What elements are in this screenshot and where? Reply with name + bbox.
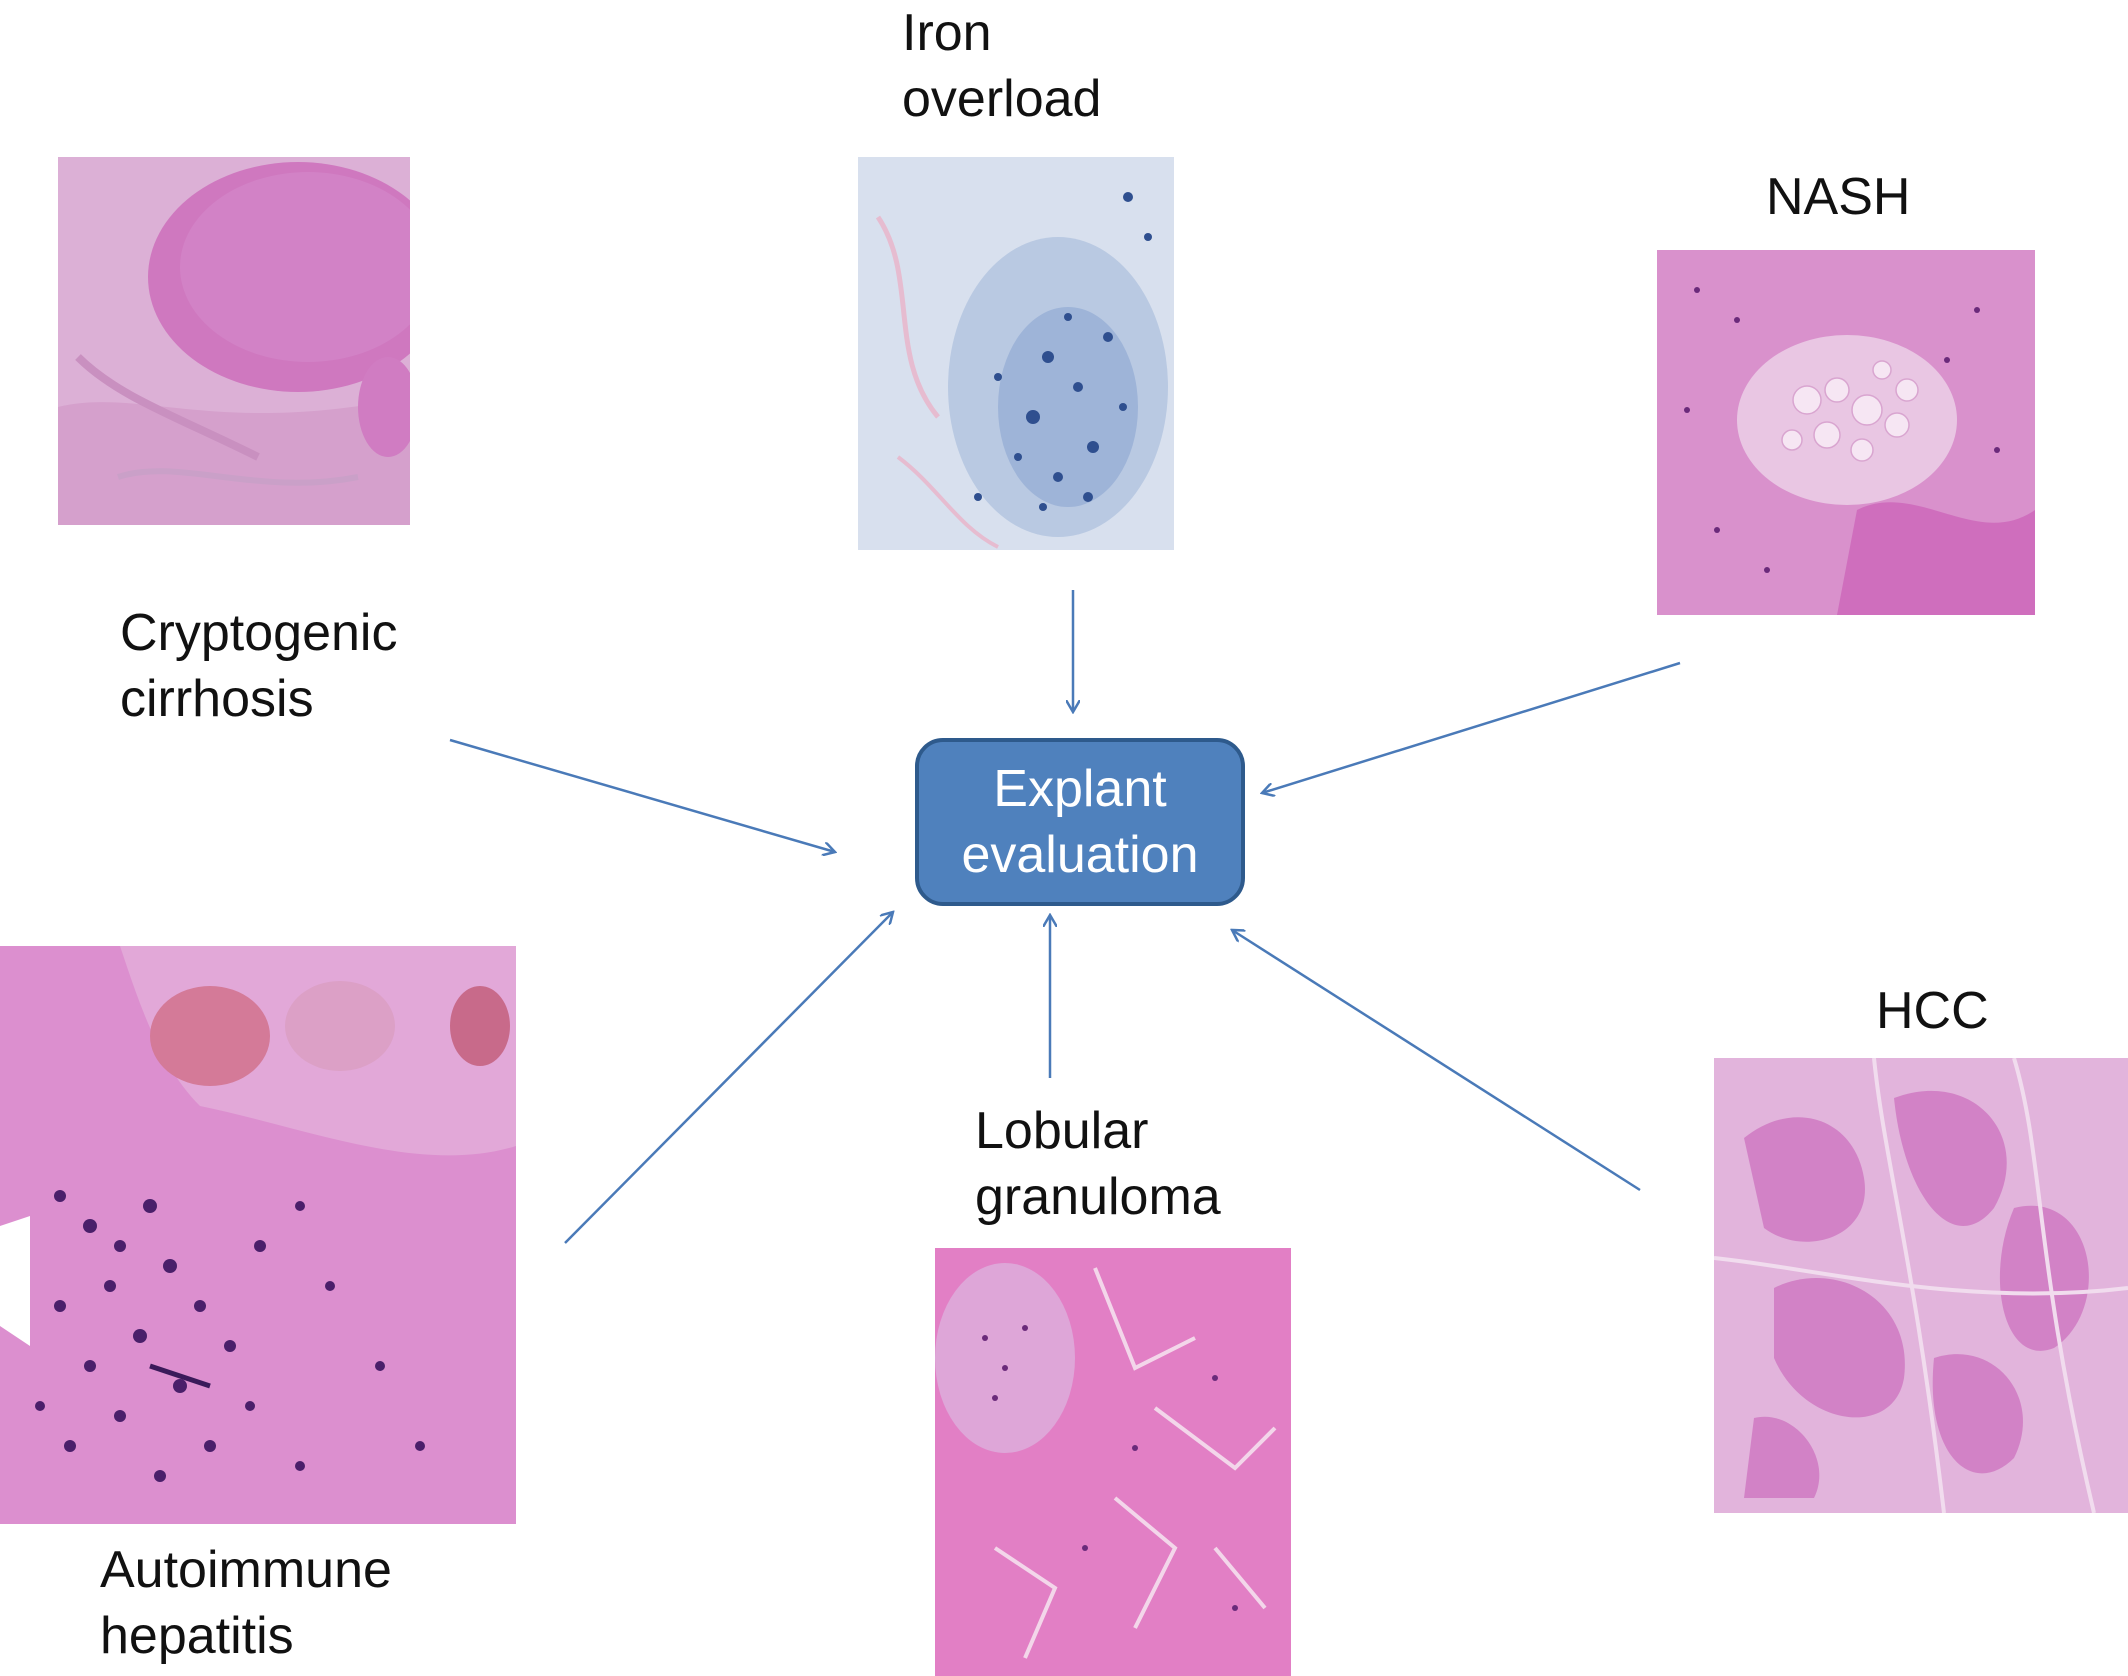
label-autoimmune-hepatitis: Autoimmune hepatitis	[100, 1537, 392, 1669]
arrow-hcc	[1232, 930, 1641, 1192]
histology-image-nash	[1657, 250, 2035, 615]
histology-image-lobular-granuloma	[935, 1248, 1291, 1676]
center-line-1: Explant	[993, 760, 1167, 818]
label-iron-line-1: Iron	[902, 4, 992, 62]
histology-image-iron-overload	[858, 157, 1174, 550]
label-cryptogenic-line-1: Cryptogenic	[120, 604, 398, 662]
label-cryptogenic-line-2: cirrhosis	[120, 670, 314, 728]
label-hcc-line-1: HCC	[1876, 982, 1989, 1040]
label-cryptogenic-cirrhosis: Cryptogenic cirrhosis	[120, 600, 397, 732]
arrow-cryptogenic	[449, 738, 835, 852]
arrow-nash	[1262, 661, 1681, 793]
histology-image-hcc	[1714, 1058, 2128, 1513]
label-lobular-granuloma: Lobular granuloma	[975, 1098, 1221, 1230]
label-autoimmune-line-1: Autoimmune	[100, 1541, 392, 1599]
label-nash-line-1: NASH	[1766, 168, 1911, 226]
arrow-autoimmune	[564, 912, 893, 1244]
label-nash: NASH	[1766, 164, 1910, 230]
histology-image-cryptogenic-cirrhosis	[58, 157, 410, 525]
label-hcc: HCC	[1876, 978, 1989, 1044]
histology-image-autoimmune-hepatitis	[0, 946, 516, 1524]
label-iron-overload: Iron overload	[902, 0, 1101, 132]
label-iron-line-2: overload	[902, 70, 1102, 128]
explant-evaluation-box: Explant evaluation	[915, 738, 1245, 906]
label-lobular-line-1: Lobular	[975, 1102, 1149, 1160]
center-line-2: evaluation	[961, 826, 1199, 884]
label-autoimmune-line-2: hepatitis	[100, 1607, 294, 1665]
label-lobular-line-2: granuloma	[975, 1168, 1221, 1226]
